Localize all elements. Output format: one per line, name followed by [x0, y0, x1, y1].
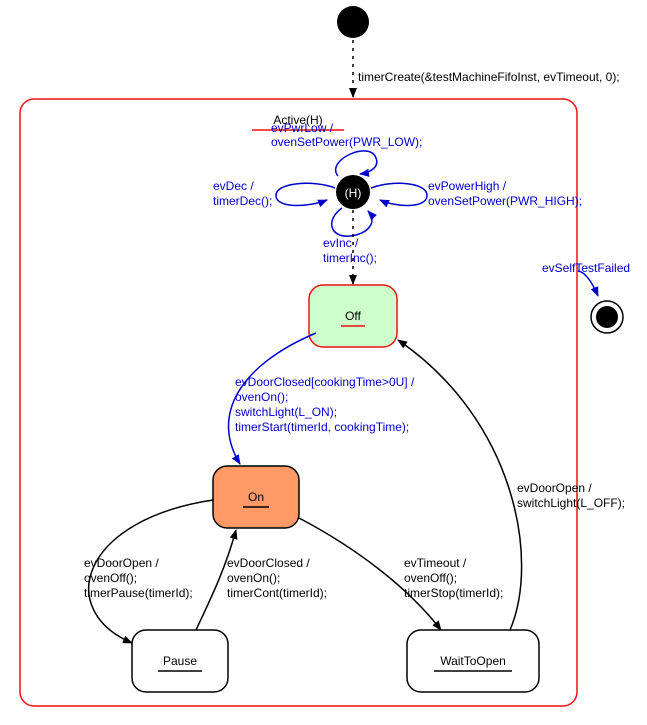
pause-to-on-line3: timerCont(timerId);: [227, 586, 327, 600]
transition-off-to-on: [227, 332, 317, 465]
history-pseudostate: [336, 175, 370, 209]
state-pause[interactable]: [131, 629, 229, 693]
transition-on-to-wait-label: evTimeout / ovenOff(); timerStop(timerId…: [404, 556, 503, 600]
history-left-label-line2: timerDec();: [213, 194, 272, 208]
transition-off-to-on-label: evDoorClosed[cookingTime>0U] / ovenOn();…: [235, 375, 418, 434]
history-left-label: evDec / timerDec();: [213, 179, 272, 208]
transition-wait-to-off-label: evDoorOpen / switchLight(L_OFF);: [517, 481, 625, 510]
wait-to-off-line1: evDoorOpen /: [517, 481, 592, 495]
transition-on-to-pause: [88, 499, 214, 644]
history-loop-bottom: [331, 207, 378, 237]
transition-on-to-pause-label: evDoorOpen / ovenOff(); timerPause(timer…: [84, 556, 193, 600]
self-test-failed-label: evSelfTestFailed: [542, 261, 630, 275]
initial-transition-label: timerCreate(&testMachineFifoInst, evTime…: [358, 70, 620, 84]
on-to-wait-line1: evTimeout /: [404, 556, 467, 570]
history-bottom-label-line1: evInc /: [323, 236, 359, 250]
state-wait-to-open[interactable]: [406, 629, 540, 693]
history-top-label: evPwrLow / ovenSetPower(PWR_LOW);: [271, 121, 422, 149]
self-test-failed-transition: [577, 270, 599, 297]
pause-to-on-line2: ovenOn();: [227, 571, 280, 585]
final-state-inner: [596, 306, 618, 328]
history-loop-left: [275, 182, 336, 208]
history-right-label: evPowerHigh / ovenSetPower(PWR_HIGH);: [428, 179, 582, 208]
state-off[interactable]: [308, 284, 398, 348]
off-to-on-line4: timerStart(timerId, cookingTime);: [235, 420, 409, 434]
state-on-label: On: [248, 490, 264, 504]
wait-to-off-line2: switchLight(L_OFF);: [517, 496, 625, 510]
on-to-pause-line1: evDoorOpen /: [84, 556, 159, 570]
state-off-label: Off: [345, 309, 361, 323]
state-wait-to-open-label: WaitToOpen: [440, 654, 506, 668]
composite-state-active: [19, 98, 578, 707]
history-label: (H): [345, 186, 362, 200]
on-to-wait-line3: timerStop(timerId);: [404, 586, 503, 600]
history-top-label-line2: ovenSetPower(PWR_LOW);: [271, 135, 422, 149]
off-to-on-line2: ovenOn();: [235, 390, 288, 404]
history-top-label-line1: evPwrLow /: [271, 121, 334, 135]
pause-to-on-line1: evDoorClosed /: [227, 556, 310, 570]
state-on[interactable]: [212, 465, 300, 529]
history-right-label-line2: ovenSetPower(PWR_HIGH);: [428, 194, 582, 208]
transition-pause-to-on: [195, 529, 238, 631]
history-loop-top: [334, 150, 378, 177]
on-to-wait-line2: ovenOff();: [404, 571, 457, 585]
history-bottom-label: evInc / timerInc();: [323, 236, 377, 265]
history-bottom-label-line2: timerInc();: [323, 251, 377, 265]
history-loop-right: [370, 182, 428, 208]
off-to-on-line1: evDoorClosed[cookingTime>0U] /: [235, 375, 415, 389]
on-to-pause-line3: timerPause(timerId);: [84, 586, 193, 600]
on-to-pause-line2: ovenOff();: [84, 571, 137, 585]
history-right-label-line1: evPowerHigh /: [428, 179, 507, 193]
off-to-on-line3: switchLight(L_ON);: [235, 405, 337, 419]
state-pause-label: Pause: [163, 654, 197, 668]
composite-state-title: Active(H): [273, 113, 322, 127]
transition-pause-to-on-label: evDoorClosed / ovenOn(); timerCont(timer…: [227, 556, 327, 600]
history-left-label-line1: evDec /: [213, 179, 254, 193]
transition-on-to-wait: [298, 517, 442, 631]
initial-pseudostate: [337, 6, 369, 38]
transition-wait-to-off: [397, 339, 523, 631]
